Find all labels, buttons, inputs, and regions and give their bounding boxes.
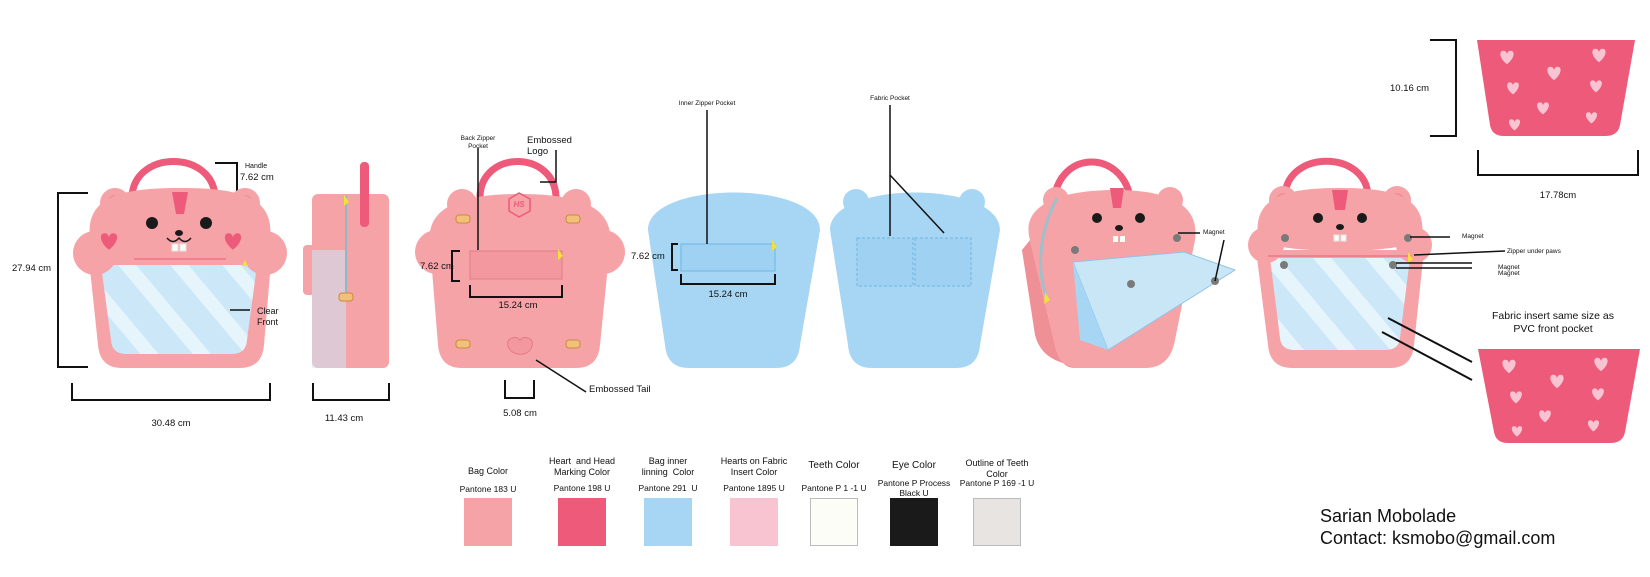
open-front-magnet-label-3: Magnet — [1498, 270, 1520, 277]
inner-zipper-label: Inner Zipper Pocket — [678, 100, 736, 107]
side-view — [303, 162, 390, 401]
open-front-magnet-label: Magnet — [1462, 233, 1484, 240]
back-pocket-height-dim: 7.62 cm — [420, 261, 454, 272]
swatch-pantone-code: Pantone P 169 -1 U — [959, 478, 1035, 488]
open-view — [1022, 158, 1237, 368]
designer-name: Sarian Mobolade — [1320, 506, 1457, 526]
tail-label: Embossed Tail — [589, 384, 651, 395]
back-pocket-width-dim: 15.24 cm — [498, 300, 538, 311]
open-magnet-label: Magnet — [1203, 229, 1225, 236]
swatch-label: Teeth Color — [808, 460, 860, 471]
fabric-pocket-label: Fabric Pocket — [870, 95, 910, 102]
swatch-label: Outline of Teeth Color — [965, 458, 1029, 479]
swatch-color-chip — [644, 498, 692, 546]
zipper-under-paws-label: Zipper under paws — [1507, 248, 1561, 255]
back-view — [415, 148, 625, 399]
side-depth-dim: 11.43 cm — [324, 413, 364, 424]
swatch-color-chip — [730, 498, 778, 546]
swatch-color-chip — [973, 498, 1021, 546]
insert-note: Fabric insert same size as PVC front poc… — [1492, 310, 1614, 335]
inner-back-view — [648, 110, 820, 368]
swatch-label: Eye Color — [892, 460, 936, 471]
fabric-insert-bottom — [1478, 349, 1640, 443]
handle-dim: 7.62 cm — [240, 172, 274, 183]
swatch-color-chip — [890, 498, 938, 546]
designer-contact: Contact: ksmobo@gmail.com — [1320, 528, 1556, 548]
swatch-color-chip — [464, 498, 512, 546]
insert-height-dim: 10.16 cm — [1390, 83, 1430, 94]
embossed-logo-label: Embossed Logo — [527, 135, 572, 157]
front-view — [57, 158, 287, 401]
open-front-magnet-label-2: Magnet — [1498, 264, 1520, 271]
open-front-view — [1248, 157, 1506, 381]
swatch-label: Heart and Head Marking Color — [548, 456, 616, 477]
swatch-pantone-code: Pantone 198 U — [553, 483, 611, 493]
front-height-dim: 27.94 cm — [12, 263, 52, 274]
inner-pocket-width-dim: 15.24 cm — [708, 289, 748, 300]
insert-width-dim: 17.78cm — [1539, 190, 1577, 201]
swatch-color-chip — [558, 498, 606, 546]
inner-front-view — [830, 105, 1000, 368]
handle-label: Handle — [245, 163, 268, 170]
back-zipper-label: Back Zipper Pocket — [460, 135, 496, 150]
logo-text: HS — [513, 200, 525, 209]
swatch-pantone-code: Pantone 1895 U — [723, 483, 785, 493]
swatch-pantone-code: Pantone 183 U — [459, 484, 517, 494]
clear-front-label: Clear Front — [257, 306, 279, 327]
swatch-label: Hearts on Fabric Insert Color — [720, 456, 788, 477]
swatch-pantone-code: Pantone P Process Black U — [877, 478, 951, 498]
inner-pocket-height-dim: 7.62 cm — [631, 251, 665, 262]
swatch-pantone-code: Pantone 291 U — [638, 483, 698, 493]
swatch-label: Bag Color — [467, 466, 509, 476]
tail-width-dim: 5.08 cm — [503, 408, 537, 419]
swatch-color-chip — [810, 498, 858, 546]
fabric-insert-top — [1430, 39, 1639, 176]
front-width-dim: 30.48 cm — [151, 418, 191, 429]
swatch-pantone-code: Pantone P 1 -1 U — [801, 483, 867, 493]
swatch-label: Bag inner linning Color — [641, 456, 695, 477]
